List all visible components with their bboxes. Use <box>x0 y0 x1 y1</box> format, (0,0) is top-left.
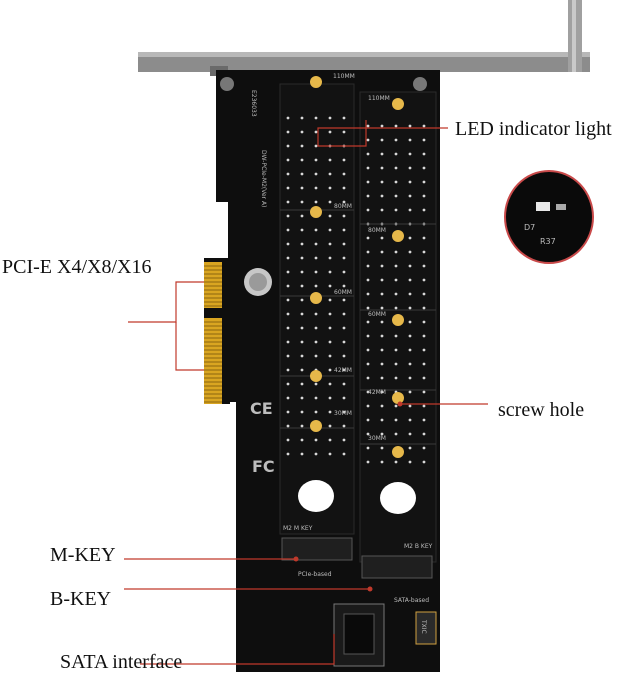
pcb-length-b-60: 60MM <box>368 311 386 318</box>
metal-bracket <box>138 0 590 76</box>
pcb-m-key-label: M2 M KEY <box>283 525 313 532</box>
bracket-screw-left <box>220 77 234 91</box>
b-key-connector <box>361 555 433 579</box>
pcb-fc-mark: FC <box>252 457 275 476</box>
pcb-length-m-42: 42MM <box>334 367 352 374</box>
screw-hole-label: screw hole <box>498 399 585 421</box>
led-r37-label: R37 <box>540 237 556 246</box>
pcb-pcie-based: PCIe-based <box>298 571 332 578</box>
pcie-label: PCI-E X4/X8/X16 <box>2 256 152 278</box>
pcb-length-b-110: 110MM <box>368 95 390 102</box>
sata-interface-label: SATA interface <box>60 651 183 673</box>
led-d7-label: D7 <box>524 223 535 232</box>
pcb-length-m-110: 110MM <box>333 73 355 80</box>
m-key-area <box>279 83 355 535</box>
m-key-connector <box>281 537 353 561</box>
ventilation-dots <box>286 116 426 464</box>
pcb-length-b-30: 30MM <box>368 435 386 442</box>
pcb-length-m-60: 60MM <box>334 289 352 296</box>
pcb-model: DW-PCIe-M2(Ver A) <box>260 150 267 207</box>
pcb-b-key-label: M2 B KEY <box>404 543 433 550</box>
led-indicator-label: LED indicator light <box>455 118 612 140</box>
pcb-code: E236033 <box>250 90 257 117</box>
m-key-label: M-KEY <box>50 544 116 566</box>
b-key-cutout <box>380 482 416 514</box>
b-key-label: B-KEY <box>50 588 112 610</box>
pcb-length-m-30: 30MM <box>334 410 352 417</box>
pcb-length-m-80: 80MM <box>334 203 352 210</box>
pcb-ce-mark: CE <box>250 399 273 418</box>
bracket-screw-right <box>413 77 427 91</box>
led-zoom-inset: D7 R37 <box>504 170 594 264</box>
pcb-length-b-42: 42MM <box>368 389 386 396</box>
pcb-length-b-80: 80MM <box>368 227 386 234</box>
pcb-txic: TXIC <box>420 619 427 634</box>
sata-connector <box>333 603 385 667</box>
callout-lines <box>124 120 488 665</box>
m-key-cutout <box>298 480 334 512</box>
callout-dots <box>293 401 403 592</box>
screw-holes <box>310 76 404 458</box>
txic-chip <box>415 611 437 645</box>
pcb-sata-based: SATA-based <box>394 597 429 604</box>
pcie-gold-fingers <box>204 262 222 404</box>
